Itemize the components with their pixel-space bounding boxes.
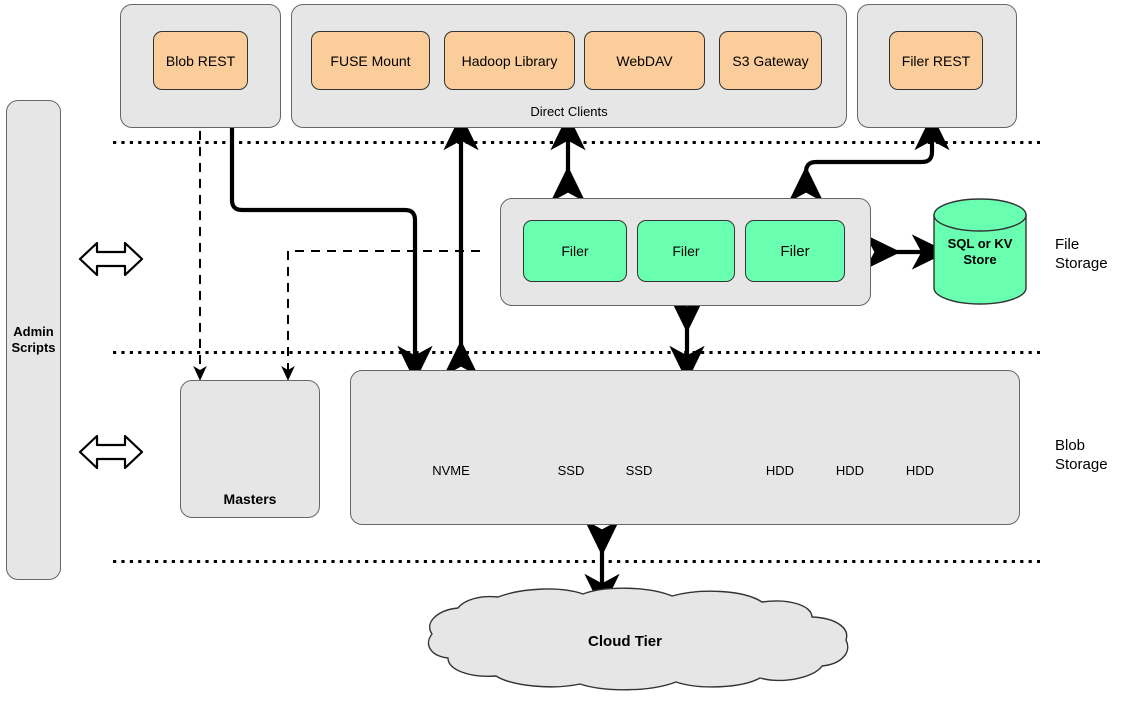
disk-label-ssd-1: SSD [543, 462, 599, 478]
masters-label: Masters [223, 491, 277, 507]
admin-double-arrow-top [78, 241, 144, 277]
client-label: Hadoop Library [461, 52, 558, 69]
volume-servers-group [350, 370, 1020, 525]
file-storage-label: File Storage [1055, 234, 1121, 274]
filer-node-2[interactable]: Filer [637, 220, 735, 282]
disk-label-ssd-2: SSD [611, 462, 667, 478]
client-box-blob-rest[interactable]: Blob REST [153, 31, 248, 90]
admin-scripts-box[interactable]: Admin Scripts [6, 100, 61, 580]
tier-label-line2: Storage [1055, 456, 1108, 473]
client-box-fuse-mount[interactable]: FUSE Mount [311, 31, 430, 90]
disk-label-hdd-1: HDD [752, 462, 808, 478]
blob-rest-group [120, 4, 281, 128]
masters-group: Masters [180, 380, 320, 518]
admin-double-arrow-bottom [78, 434, 144, 470]
filer-label: Filer [672, 243, 700, 259]
disk-label-hdd-2: HDD [822, 462, 878, 478]
disk-text: HDD [835, 462, 865, 478]
client-box-webdav[interactable]: WebDAV [584, 31, 705, 90]
blob-rest-to-volumes [229, 126, 433, 382]
direct-clients-caption: Direct Clients [291, 102, 847, 120]
disk-text: HDD [905, 462, 935, 478]
disk-label-nvme: NVME [423, 462, 479, 478]
client-label: S3 Gateway [732, 52, 809, 69]
tier-label-line1: Blob [1055, 437, 1086, 454]
cloud-tier-label: Cloud Tier [540, 631, 710, 651]
sql-kv-store-label: SQL or KV Store [934, 232, 1026, 272]
cloud-tier-shape [427, 587, 849, 691]
admin-scripts-label-line1: Admin [13, 324, 54, 339]
store-label-line1: SQL or KV [947, 236, 1013, 251]
client-box-filer-rest[interactable]: Filer REST [889, 31, 983, 90]
dashed-admin-connectors [193, 131, 480, 381]
client-label: Filer REST [901, 52, 971, 69]
disk-text: SSD [557, 462, 585, 478]
filer-node-1[interactable]: Filer [523, 220, 627, 282]
client-label: WebDAV [616, 52, 673, 69]
disk-text: NVME [432, 462, 470, 478]
disk-text: HDD [765, 462, 795, 478]
filer-rest-to-filer-arrow [788, 114, 950, 203]
caption-text: Direct Clients [530, 103, 608, 119]
filer-label: Filer [780, 242, 810, 260]
client-label: Blob REST [165, 52, 236, 69]
disk-label-hdd-3: HDD [892, 462, 948, 478]
client-box-s3-gateway[interactable]: S3 Gateway [719, 31, 822, 90]
filer-node-3[interactable]: Filer [745, 220, 845, 282]
client-box-hadoop-library[interactable]: Hadoop Library [444, 31, 575, 90]
tier-label-line1: File [1055, 236, 1080, 253]
filer-label: Filer [561, 243, 589, 259]
admin-scripts-label-line2: Scripts [11, 340, 56, 355]
disk-text: SSD [625, 462, 653, 478]
store-label-line2: Store [963, 252, 997, 267]
client-label: FUSE Mount [330, 52, 411, 69]
tier-label-line2: Storage [1055, 255, 1108, 272]
sql-kv-store-cylinder [933, 198, 1027, 305]
blob-storage-label: Blob Storage [1055, 435, 1121, 475]
cloud-text: Cloud Tier [588, 632, 662, 650]
